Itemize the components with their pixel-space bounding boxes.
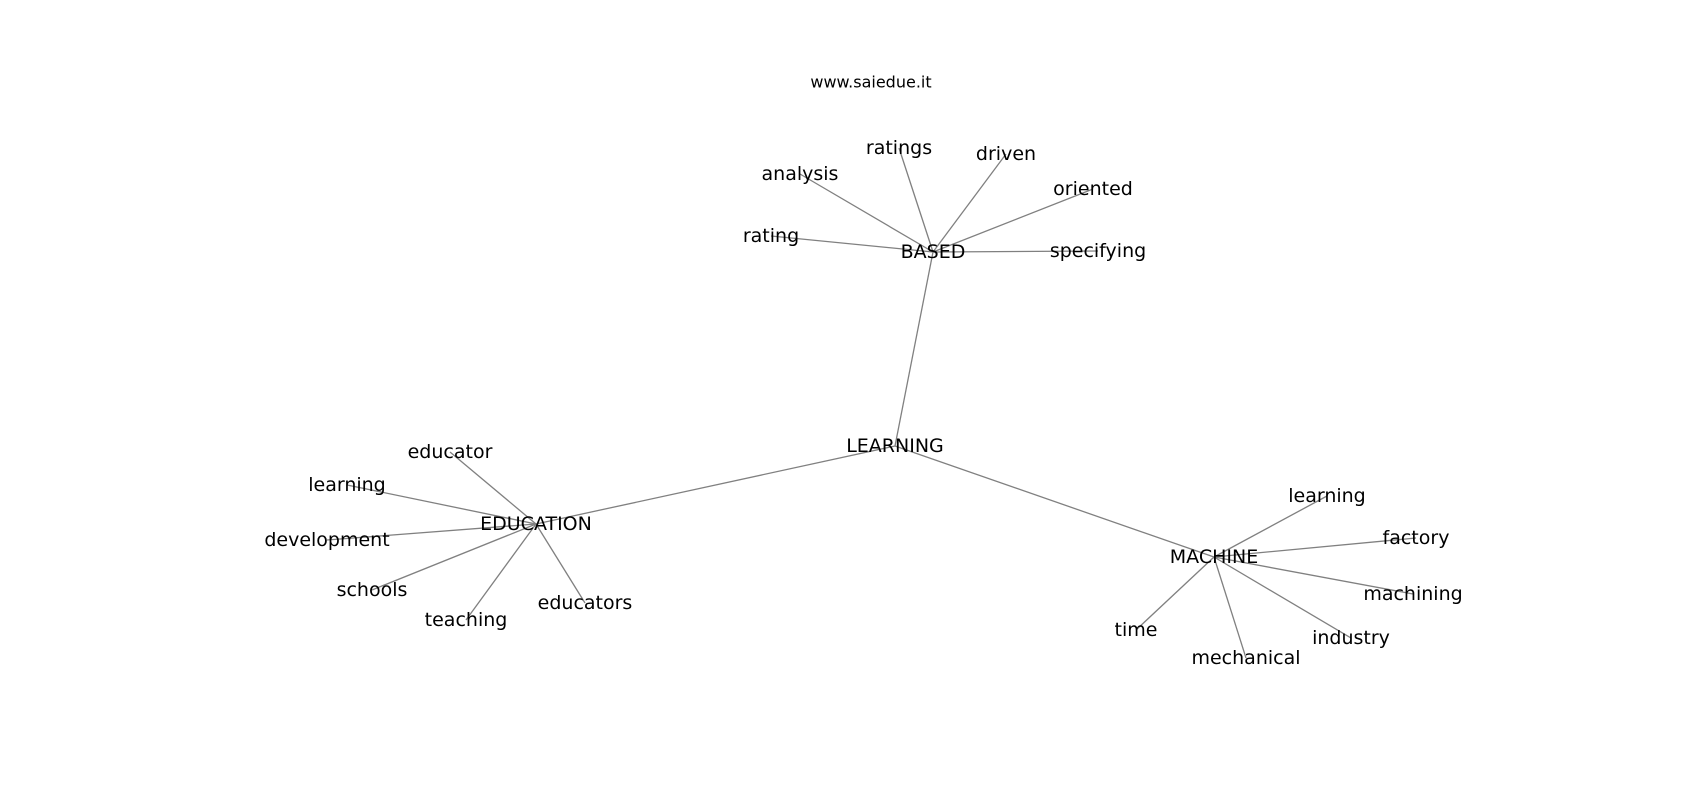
node-label-learning-center: LEARNING [846, 435, 944, 457]
edge-machine-time [1135, 556, 1215, 631]
node-label-educators: educators [538, 592, 633, 614]
edge-machine-industry [1213, 556, 1352, 639]
node-label-ratings: ratings [866, 137, 932, 159]
edge-learning_center-education [535, 445, 896, 525]
edge-based-ratings [898, 147, 934, 253]
node-label-analysis: analysis [762, 163, 839, 185]
node-label-oriented: oriented [1053, 178, 1133, 200]
node-label-time: time [1115, 619, 1158, 641]
node-label-schools: schools [337, 579, 408, 601]
edge-based-driven [932, 153, 1007, 253]
edge-machine-machining [1213, 556, 1414, 595]
credit-text: www.saiedue.it [810, 73, 931, 92]
node-label-teaching: teaching [425, 609, 508, 631]
node-label-development: development [264, 529, 389, 551]
node-label-specifying: specifying [1050, 240, 1146, 262]
node-label-machine: MACHINE [1170, 546, 1258, 568]
edge-machine-learning_mac [1213, 495, 1328, 558]
node-label-machining: machining [1363, 583, 1462, 605]
node-label-industry: industry [1312, 627, 1390, 649]
edge-based-oriented [932, 188, 1094, 253]
node-label-based: BASED [901, 241, 966, 263]
edge-education-educator [449, 451, 537, 525]
edge-education-educators [535, 523, 586, 604]
node-label-educator: educator [408, 441, 493, 463]
edge-learning_center-based [894, 251, 934, 447]
node-label-driven: driven [976, 143, 1036, 165]
edge-based-analysis [799, 173, 934, 253]
edge-machine-mechanical [1213, 556, 1247, 659]
node-label-factory: factory [1383, 527, 1450, 549]
node-label-group: LEARNING BASED EDUCATION MACHINE ratings driv… [264, 137, 1462, 669]
node-label-education: EDUCATION [480, 513, 592, 535]
edge-machine-factory [1213, 537, 1417, 558]
edge-based-specifying [932, 250, 1099, 253]
edge-group [326, 147, 1417, 659]
node-label-mechanical: mechanical [1191, 647, 1300, 669]
edge-education-teaching [465, 523, 537, 621]
node-label-rating: rating [743, 225, 799, 247]
edge-education-learning_edu [346, 484, 537, 525]
node-label-learning-mac: learning [1288, 485, 1366, 507]
edge-education-development [326, 523, 537, 541]
edge-learning_center-machine [894, 445, 1215, 558]
edge-based-rating [770, 235, 934, 253]
node-label-learning-edu: learning [308, 474, 386, 496]
edge-education-schools [371, 523, 537, 591]
